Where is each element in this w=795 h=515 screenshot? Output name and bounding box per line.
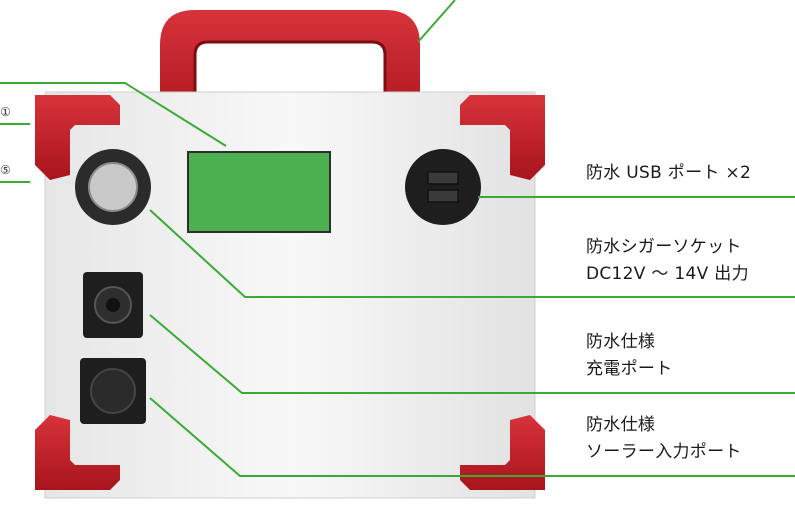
callout-charge-line2: 充電ポート <box>586 359 673 379</box>
solar-port-icon <box>80 358 146 424</box>
display-screen <box>187 151 331 233</box>
leader-lines <box>0 0 795 477</box>
marker-5: ⑤ <box>0 163 11 177</box>
corner-bumpers <box>35 95 545 490</box>
callout-cigar-line2: DC12V ～ 14V 出力 <box>586 264 749 284</box>
charge-port-icon <box>83 272 143 338</box>
usb-port-icon <box>405 149 481 225</box>
callout-solar: 防水仕様 ソーラー入力ポート <box>586 412 742 466</box>
callout-cigar: 防水シガーソケット DC12V ～ 14V 出力 <box>586 234 749 288</box>
marker-1: ① <box>0 105 11 119</box>
cigar-socket-icon <box>75 149 151 225</box>
callout-usb-line1: 防水 USB ポート ×2 <box>586 163 752 183</box>
callout-charge-line1: 防水仕様 <box>586 332 656 352</box>
callout-charge: 防水仕様 充電ポート <box>586 329 673 383</box>
callout-usb: 防水 USB ポート ×2 <box>586 160 751 187</box>
callout-cigar-line1: 防水シガーソケット <box>586 237 742 257</box>
carry-handle <box>160 10 420 130</box>
callout-solar-line2: ソーラー入力ポート <box>586 442 742 462</box>
callout-solar-line1: 防水仕様 <box>586 415 656 435</box>
